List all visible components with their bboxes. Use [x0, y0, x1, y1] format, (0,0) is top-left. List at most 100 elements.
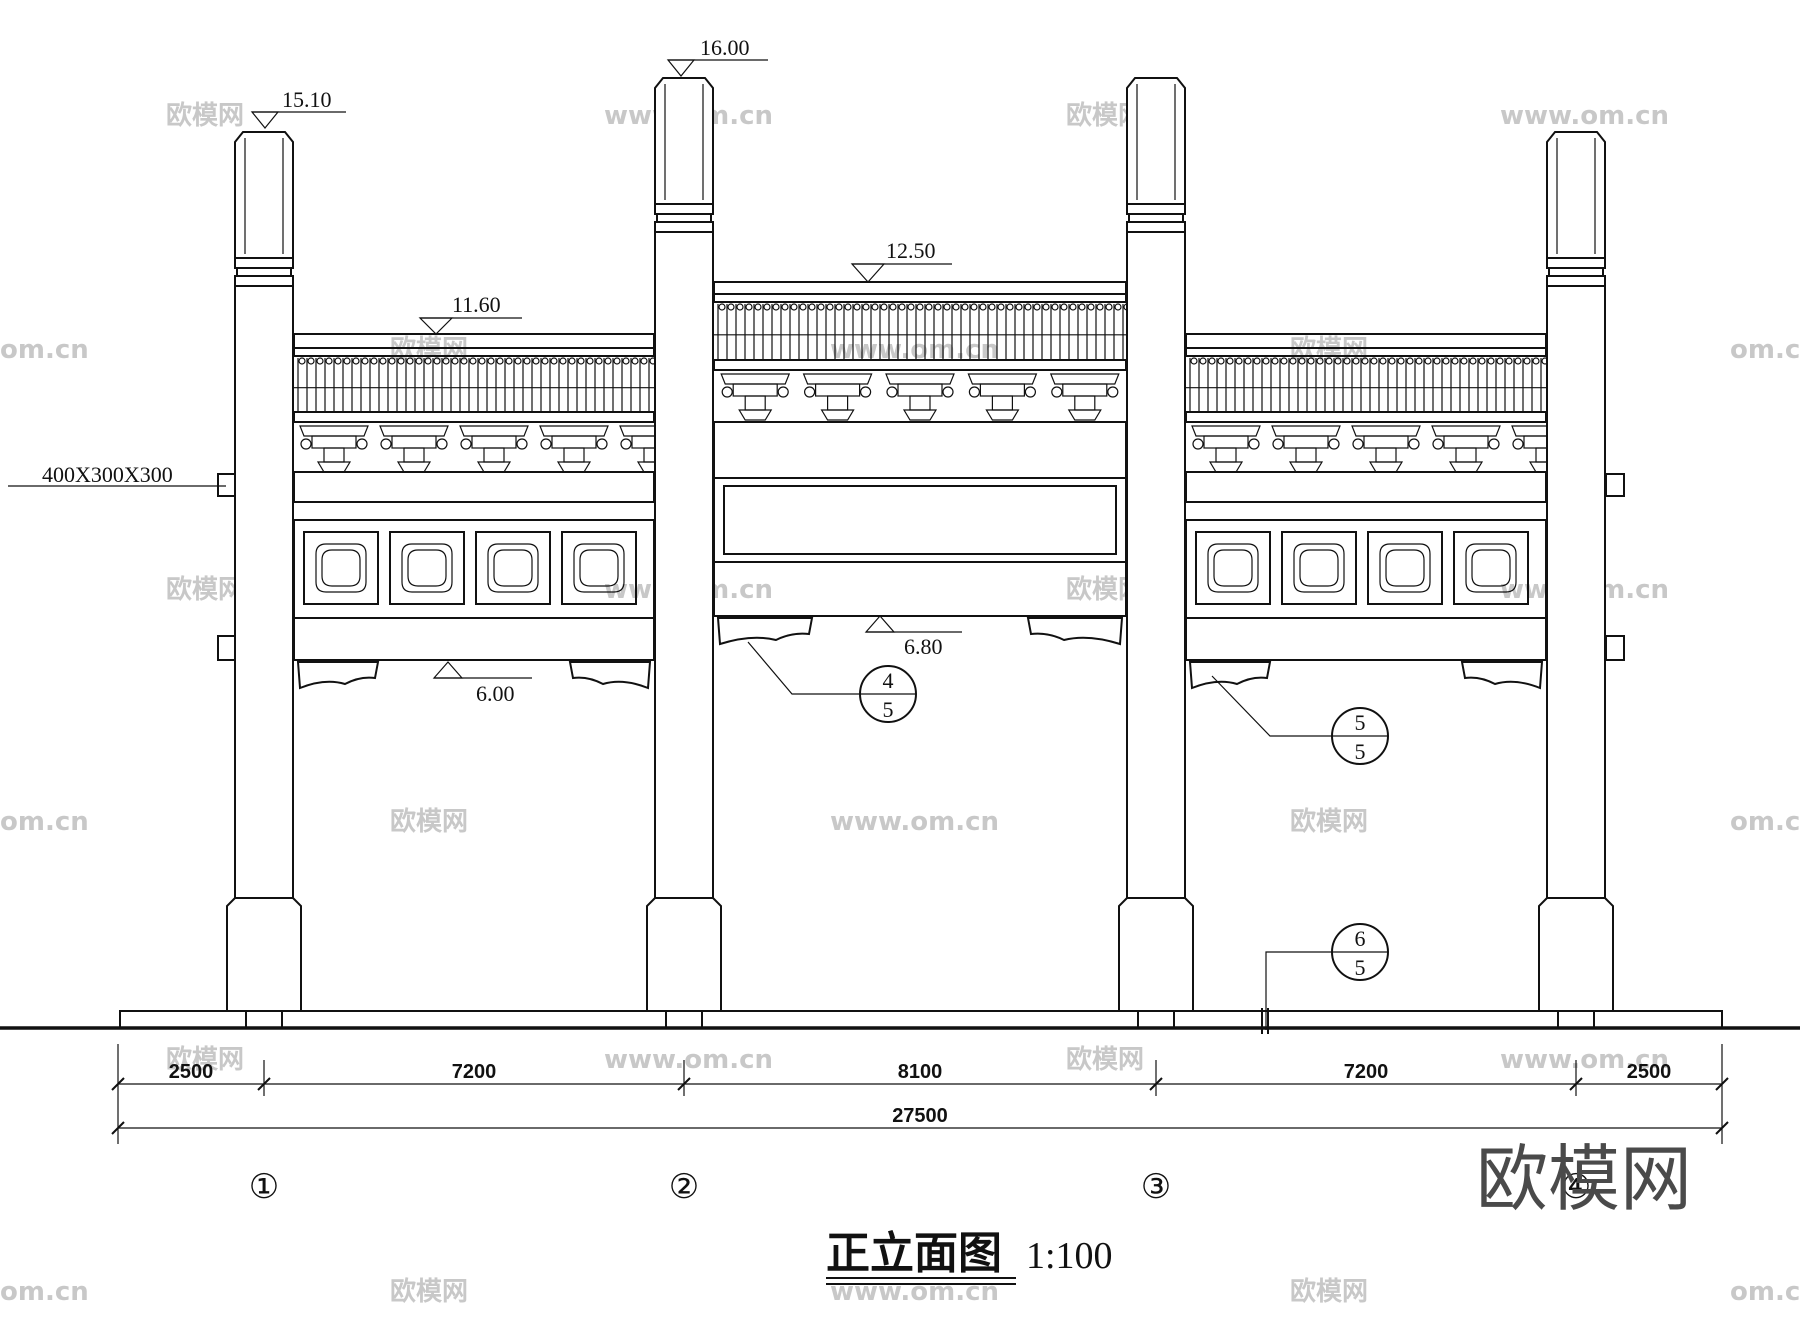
- post-4-footing: [1557, 1010, 1595, 1029]
- tile-end: [1478, 357, 1486, 365]
- tile-end: [577, 357, 585, 365]
- watermark-text: 欧模网: [1290, 806, 1368, 837]
- bracket-scroll: [1272, 438, 1284, 450]
- dim-span-4: 7200: [1344, 1061, 1389, 1083]
- bracket-scroll: [1107, 386, 1119, 398]
- bracket-block: [1375, 447, 1397, 463]
- tile-end: [1078, 303, 1086, 311]
- callout-2-top: 5: [1355, 710, 1366, 735]
- bracket-set: [459, 425, 529, 473]
- tile-end: [835, 303, 843, 311]
- level-roof-side-text: 11.60: [452, 292, 501, 317]
- tile-end: [559, 357, 567, 365]
- tile-end: [1289, 357, 1297, 365]
- post-2-collar: [654, 203, 714, 215]
- side-bay-left: [293, 333, 689, 690]
- bracket-set: [1431, 425, 1501, 473]
- drawing-title-scale: 1:100: [1026, 1235, 1113, 1277]
- cartouche-inner: [579, 549, 619, 587]
- callout-3-bottom: 5: [1355, 955, 1366, 980]
- tile-end: [817, 303, 825, 311]
- tile-end: [1114, 303, 1122, 311]
- bracket-scroll: [516, 438, 528, 450]
- watermark-text: 欧模网: [166, 1044, 244, 1075]
- tile-end: [325, 357, 333, 365]
- tile-end: [907, 303, 915, 311]
- tile-end: [1352, 357, 1360, 365]
- tile-end: [1244, 357, 1252, 365]
- bracket-row-left: [299, 425, 689, 473]
- tile-end: [1325, 357, 1333, 365]
- level-post-center-text: 16.00: [700, 35, 750, 60]
- bracket-row-right: [1191, 425, 1581, 473]
- bracket-scroll: [1248, 438, 1260, 450]
- cartouche-frame: [1367, 531, 1443, 605]
- tile-end: [1532, 357, 1540, 365]
- bracket-scroll: [886, 386, 898, 398]
- cartouche-outer: [573, 543, 625, 593]
- sparrow-brace-left-b: [568, 661, 652, 690]
- name-plaque: [723, 485, 1117, 555]
- bracket-base: [1288, 461, 1324, 473]
- bracket-block: [1455, 447, 1477, 463]
- tile-end: [1451, 357, 1459, 365]
- tile-end: [916, 303, 924, 311]
- bracket-set: [379, 425, 449, 473]
- dim-span-1: 2500: [169, 1061, 214, 1083]
- tile-end: [961, 303, 969, 311]
- bracket-block: [563, 447, 585, 463]
- tile-end: [781, 303, 789, 311]
- tile-end: [1334, 357, 1342, 365]
- cartouche-outer: [1379, 543, 1431, 593]
- bracket-scroll: [1488, 438, 1500, 450]
- tile-end: [1226, 357, 1234, 365]
- bracket-scroll: [380, 438, 392, 450]
- tile-end: [478, 357, 486, 365]
- tile-end: [745, 303, 753, 311]
- callout-2-bottom: 5: [1355, 739, 1366, 764]
- tile-end: [844, 303, 852, 311]
- post-3-finial: [1126, 77, 1186, 205]
- bracket-base: [902, 409, 938, 421]
- tile-end: [1298, 357, 1306, 365]
- tile-end: [1096, 303, 1104, 311]
- cartouche-inner: [407, 549, 447, 587]
- cartouche-outer: [315, 543, 367, 593]
- watermark-text: om.cn: [0, 335, 89, 365]
- axis-4: ④: [1561, 1169, 1591, 1206]
- post-2-shaft: [654, 231, 714, 899]
- bracket-arm: [885, 373, 955, 385]
- tile-end: [763, 303, 771, 311]
- tile-end: [898, 303, 906, 311]
- tile-end: [568, 357, 576, 365]
- bracket-block: [744, 395, 766, 411]
- drawing-title-name: 正立面图: [826, 1228, 1002, 1279]
- callout-1-bottom: 5: [883, 697, 894, 722]
- tile-end: [541, 357, 549, 365]
- frieze-cartouche: [1195, 531, 1271, 605]
- watermark-text: www.om.cn: [1500, 101, 1669, 131]
- drawing-title: 正立面图 1:100: [826, 1228, 1113, 1285]
- tile-end: [613, 357, 621, 365]
- level-beam-side-text: 6.00: [476, 681, 515, 706]
- post-1: [226, 131, 302, 1029]
- bracket-base: [316, 461, 352, 473]
- watermark-text: 欧模网: [390, 1276, 468, 1307]
- bracket-block: [979, 383, 1026, 397]
- tile-end: [496, 357, 504, 365]
- bracket-block: [391, 435, 437, 449]
- dim-span-5: 2500: [1627, 1061, 1672, 1083]
- post-4-collar: [1546, 257, 1606, 269]
- watermark-text: 欧模网: [166, 574, 244, 605]
- frieze-ornaments-left: [303, 531, 637, 605]
- sparrow-brace-right-a: [1188, 661, 1272, 690]
- tile-end: [604, 357, 612, 365]
- sparrow-brace-left-a: [296, 661, 380, 690]
- bracket-scroll: [968, 386, 981, 398]
- bracket-base: [1448, 461, 1484, 473]
- bracket-base: [985, 409, 1020, 421]
- bracket-arm: [459, 425, 529, 437]
- stone-size-note: 400X300X300: [8, 462, 226, 487]
- bracket-block: [1062, 383, 1108, 397]
- bracket-block: [909, 395, 931, 411]
